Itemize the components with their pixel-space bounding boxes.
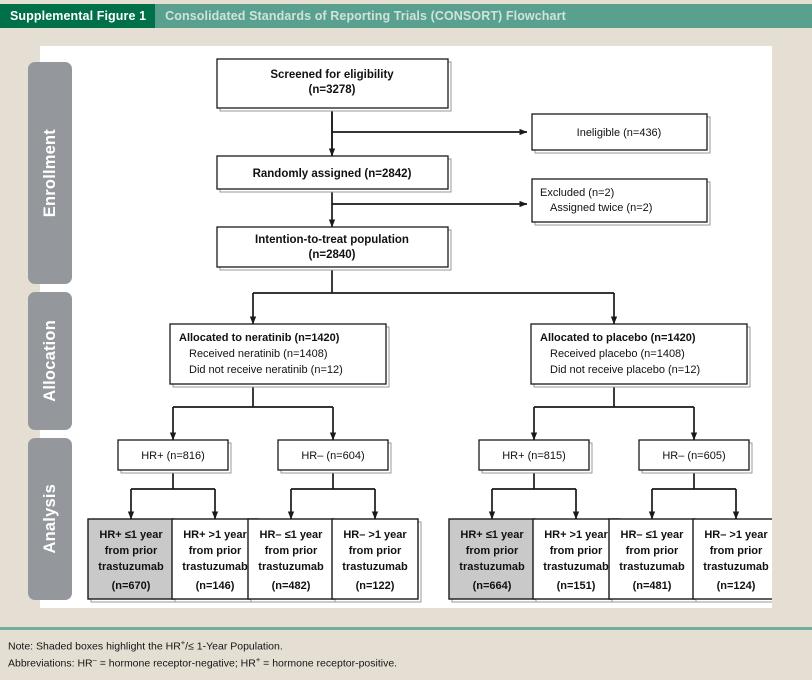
box-outcome: HR+ ≤1 year from prior trastuzumab (n=67… (87, 518, 178, 603)
box-outcome-line3: trastuzumab (459, 561, 525, 573)
footnote-note-mid: / (185, 640, 189, 653)
box-screened-line2: (n=3278) (309, 84, 356, 96)
phase-tab-allocation: Allocation (28, 292, 72, 430)
box-excluded: Excluded (n=2) Assigned twice (n=2) (531, 178, 711, 226)
figure-title: Consolidated Standards of Reporting Tria… (165, 9, 566, 23)
box-outcome-line1: HR– ≤1 year (621, 529, 685, 541)
box-outcome-line2: from prior (265, 545, 318, 557)
box-outcome-line3: trastuzumab (98, 561, 164, 573)
box-outcome-line4: (n=146) (196, 580, 235, 592)
box-outcome-line3: trastuzumab (543, 561, 609, 573)
box-outcome-line3: trastuzumab (703, 561, 769, 573)
box-ineligible: Ineligible (n=436) (531, 113, 711, 154)
box-ineligible-line1: Ineligible (n=436) (577, 127, 662, 139)
footnote-abbrev-mid: = hormone receptor-negative; HR (96, 657, 256, 670)
box-outcome-line3: trastuzumab (342, 561, 408, 573)
footnote-note: Note: Shaded boxes highlight the HR+/≤ 1… (8, 638, 808, 655)
box-outcome: HR– ≤1 year from prior trastuzumab (n=48… (608, 518, 699, 603)
box-outcome-line1: HR+ ≤1 year (99, 529, 163, 541)
box-outcome-line4: (n=122) (356, 580, 395, 592)
box-randomized-line1: Randomly assigned (n=2842) (253, 168, 412, 180)
box-alloc-placebo-line1: Allocated to placebo (n=1420) (540, 332, 696, 344)
footnote-abbreviations: Abbreviations: HR– = hormone receptor-ne… (8, 655, 808, 672)
box-outcome: HR+ >1 year from prior trastuzumab (n=14… (171, 518, 262, 603)
box-hr-group-label: HR– (n=604) (301, 450, 364, 462)
box-outcome: HR– >1 year from prior trastuzumab (n=12… (692, 518, 772, 603)
footnote-abbrev-superscript-minus: – (92, 654, 97, 664)
phase-tab-enrollment: Enrollment (28, 62, 72, 284)
phase-tab-analysis-label: Analysis (40, 484, 59, 554)
box-hr-group: HR– (n=605) (638, 439, 753, 474)
box-outcome-line4: (n=481) (633, 580, 672, 592)
box-outcome-line1: HR– >1 year (704, 529, 768, 541)
footnote-note-prefix: Note: Shaded boxes highlight the HR (8, 640, 181, 653)
box-outcome-line1: HR+ >1 year (183, 529, 247, 541)
phase-tab-enrollment-label: Enrollment (40, 128, 59, 218)
box-outcome-line2: from prior (189, 545, 242, 557)
box-outcome-line2: from prior (710, 545, 763, 557)
box-screened-line1: Screened for eligibility (270, 69, 394, 81)
box-outcome-line1: HR– >1 year (343, 529, 407, 541)
footnote-abbrev-rest: = hormone receptor-positive. (260, 657, 398, 670)
box-outcome-line2: from prior (626, 545, 679, 557)
figure-panel: Screened for eligibility (n=3278) Inelig… (40, 46, 772, 608)
box-alloc-neratinib-line3: Did not receive neratinib (n=12) (189, 364, 343, 376)
box-outcome-line1: HR+ ≤1 year (460, 529, 524, 541)
box-outcome-line3: trastuzumab (258, 561, 324, 573)
box-outcome-line2: from prior (466, 545, 519, 557)
phase-tab-analysis: Analysis (28, 438, 72, 600)
footnote-note-superscript: + (180, 638, 186, 647)
box-outcome-line2: from prior (105, 545, 158, 557)
box-hr-group: HR– (n=604) (277, 439, 392, 474)
box-outcome-line2: from prior (349, 545, 402, 557)
footnote-abbrev-prefix: Abbreviations: HR (8, 657, 93, 670)
figure-number-badge: Supplemental Figure 1 (0, 4, 156, 28)
box-outcome-line4: (n=664) (473, 580, 512, 592)
box-alloc-placebo: Allocated to placebo (n=1420) Received p… (530, 323, 751, 388)
figure-header-bar: Supplemental Figure 1 Consolidated Stand… (0, 4, 812, 28)
box-outcome-line4: (n=124) (717, 580, 756, 592)
box-outcome: HR– ≤1 year from prior trastuzumab (n=48… (247, 518, 338, 603)
footer-divider (0, 627, 812, 630)
box-alloc-neratinib-line2: Received neratinib (n=1408) (189, 348, 328, 360)
box-alloc-placebo-line3: Did not receive placebo (n=12) (550, 364, 700, 376)
box-outcome-line1: HR+ >1 year (544, 529, 608, 541)
box-alloc-placebo-line2: Received placebo (n=1408) (550, 348, 685, 360)
box-outcome-line3: trastuzumab (182, 561, 248, 573)
box-itt: Intention-to-treat population (n=2840) (216, 226, 452, 271)
footnote-note-rest: ≤ 1-Year Population. (188, 640, 283, 653)
box-excluded-line1: Excluded (n=2) (540, 187, 614, 199)
box-itt-line2: (n=2840) (309, 249, 356, 261)
box-screened: Screened for eligibility (n=3278) (216, 58, 452, 112)
consort-flowchart: Screened for eligibility (n=3278) Inelig… (87, 58, 772, 603)
figure-footnotes: Note: Shaded boxes highlight the HR+/≤ 1… (8, 638, 808, 671)
box-hr-group: HR+ (n=815) (478, 439, 593, 474)
box-alloc-neratinib-line1: Allocated to neratinib (n=1420) (179, 332, 340, 344)
box-outcome: HR+ ≤1 year from prior trastuzumab (n=66… (448, 518, 539, 603)
box-hr-group-label: HR– (n=605) (662, 450, 725, 462)
footnote-abbrev-superscript-plus: + (255, 654, 261, 664)
phase-tab-allocation-label: Allocation (40, 320, 59, 402)
box-excluded-line2: Assigned twice (n=2) (550, 202, 652, 214)
box-outcome-line4: (n=482) (272, 580, 311, 592)
box-outcome-line3: trastuzumab (619, 561, 685, 573)
box-outcome-line4: (n=670) (112, 580, 151, 592)
box-alloc-neratinib: Allocated to neratinib (n=1420) Received… (169, 323, 390, 388)
box-outcome-line2: from prior (550, 545, 603, 557)
box-outcome: HR– >1 year from prior trastuzumab (n=12… (331, 518, 422, 603)
box-hr-group: HR+ (n=816) (117, 439, 232, 474)
box-randomized: Randomly assigned (n=2842) (216, 155, 452, 193)
box-outcome-line4: (n=151) (557, 580, 596, 592)
box-outcome-line1: HR– ≤1 year (260, 529, 324, 541)
box-hr-group-label: HR+ (n=816) (141, 450, 205, 462)
box-hr-group-label: HR+ (n=815) (502, 450, 566, 462)
box-itt-line1: Intention-to-treat population (255, 234, 409, 246)
